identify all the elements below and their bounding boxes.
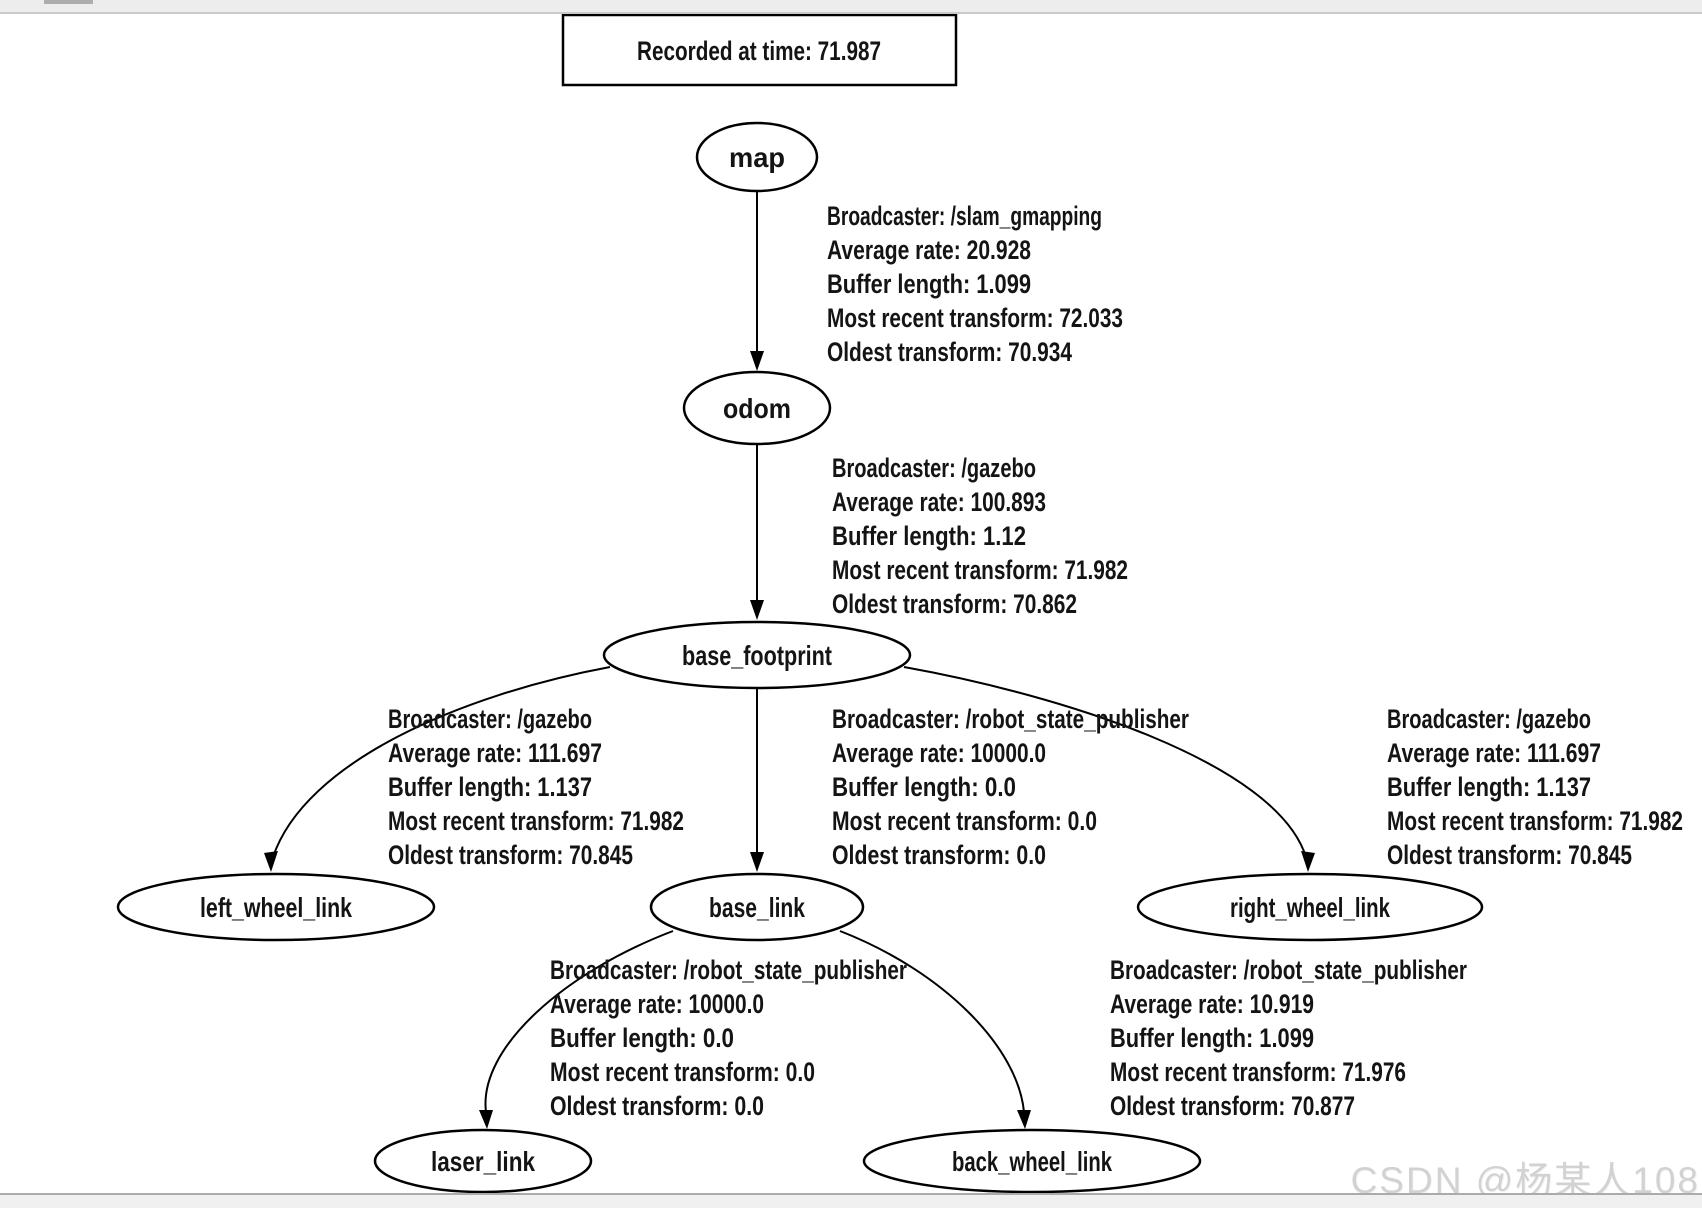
node-back_wheel_link-ellipse [862, 1128, 1202, 1194]
edge-label-average-rate: Average rate: 20.928 [827, 235, 1031, 265]
edge-label-broadcaster: Broadcaster: /gazebo [1387, 704, 1591, 734]
edge-label-broadcaster: Broadcaster: /robot_state_publisher [1110, 955, 1467, 985]
arrowhead-base_link [750, 852, 764, 872]
node-left_wheel_link-label: left_wheel_link [200, 892, 352, 923]
edge-label-block-back_wheel: Broadcaster: /robot_state_publisher Aver… [1110, 955, 1467, 1121]
edge-base_footprint-left_wheel_link [272, 666, 611, 858]
recorded-time-box: Recorded at time: 71.987 [561, 13, 958, 87]
edge-label-oldest: Oldest transform: 70.845 [1387, 840, 1632, 870]
node-odom-label: odom [723, 393, 791, 424]
arrowhead-base_footprint [750, 600, 764, 620]
node-back_wheel_link-label: back_wheel_link [952, 1146, 1112, 1177]
edge-label-buffer-length: Buffer length: 1.099 [827, 269, 1031, 299]
node-back_wheel_link: back_wheel_link [862, 1128, 1202, 1194]
top-chrome-bar [0, 0, 1702, 14]
node-right_wheel_link-ellipse [1136, 872, 1484, 942]
arrowheads [264, 351, 1315, 1129]
node-laser_link: laser_link [373, 1128, 593, 1194]
tf-nodes: map odom base_footprint left_wheel_link … [116, 121, 1484, 1194]
edge-label-broadcaster: Broadcaster: /robot_state_publisher [550, 955, 907, 985]
edge-label-average-rate: Average rate: 111.697 [1387, 738, 1601, 768]
edge-label-average-rate: Average rate: 100.893 [832, 487, 1046, 517]
arrowhead-left_wheel_link [264, 851, 278, 872]
node-base_link-label: base_link [709, 892, 805, 923]
node-base_link: base_link [649, 872, 865, 942]
node-left_wheel_link-ellipse [116, 872, 436, 942]
node-map: map [695, 121, 819, 193]
edge-label-broadcaster: Broadcaster: /robot_state_publisher [832, 704, 1189, 734]
edge-label-block-odom-base_footprint: Broadcaster: /gazebo Average rate: 100.8… [832, 453, 1128, 619]
edge-label-buffer-length: Buffer length: 1.099 [1110, 1023, 1314, 1053]
arrowhead-right_wheel_link [1301, 851, 1315, 872]
edge-base_link-laser_link [484, 930, 674, 1113]
edge-label-most-recent: Most recent transform: 71.976 [1110, 1057, 1406, 1087]
edge-label-oldest: Oldest transform: 0.0 [832, 840, 1046, 870]
edge-label-buffer-length: Buffer length: 1.137 [1387, 772, 1591, 802]
edge-label-most-recent: Most recent transform: 71.982 [1387, 806, 1683, 836]
recorded-time-border [561, 13, 958, 87]
edge-label-buffer-length: Buffer length: 1.12 [832, 521, 1026, 551]
edge-label-average-rate: Average rate: 10000.0 [550, 989, 764, 1019]
edge-label-broadcaster: Broadcaster: /gazebo [832, 453, 1036, 483]
recorded-time-label: Recorded at time: 71.987 [637, 36, 881, 66]
edge-label-buffer-length: Buffer length: 0.0 [832, 772, 1016, 802]
node-odom-ellipse [682, 370, 832, 446]
node-base_footprint-ellipse [602, 620, 912, 690]
edge-label-average-rate: Average rate: 111.697 [388, 738, 602, 768]
edge-label-broadcaster: Broadcaster: /gazebo [388, 704, 592, 734]
edge-label-most-recent: Most recent transform: 0.0 [832, 806, 1097, 836]
edge-label-most-recent: Most recent transform: 72.033 [827, 303, 1123, 333]
edge-lines [272, 191, 1307, 1113]
edge-label-broadcaster: Broadcaster: /slam_gmapping [827, 201, 1102, 231]
node-left_wheel_link: left_wheel_link [116, 872, 436, 942]
arrowhead-odom [750, 351, 764, 371]
arrowhead-back_wheel_link [1017, 1110, 1031, 1129]
edge-label-block-right_wheel: Broadcaster: /gazebo Average rate: 111.6… [1387, 704, 1683, 870]
edge-label-oldest: Oldest transform: 70.862 [832, 589, 1077, 619]
node-laser_link-label: laser_link [431, 1146, 535, 1177]
edge-label-block-base_link: Broadcaster: /robot_state_publisher Aver… [832, 704, 1189, 870]
edge-label-most-recent: Most recent transform: 0.0 [550, 1057, 815, 1087]
edge-label-most-recent: Most recent transform: 71.982 [388, 806, 684, 836]
node-laser_link-ellipse [373, 1128, 593, 1194]
edge-label-average-rate: Average rate: 10.919 [1110, 989, 1314, 1019]
node-map-ellipse [695, 121, 819, 193]
node-base_footprint: base_footprint [602, 620, 912, 690]
arrowhead-laser_link [479, 1110, 493, 1129]
node-odom: odom [682, 370, 832, 446]
edge-label-buffer-length: Buffer length: 0.0 [550, 1023, 734, 1053]
edge-label-block-map-odom: Broadcaster: /slam_gmapping Average rate… [827, 201, 1123, 367]
edge-label-oldest: Oldest transform: 70.877 [1110, 1091, 1355, 1121]
edge-label-block-left_wheel: Broadcaster: /gazebo Average rate: 111.6… [388, 704, 684, 870]
edge-base_link-back_wheel_link [839, 930, 1025, 1113]
browser-tab-fragment [44, 0, 93, 4]
edge-label-block-laser_link: Broadcaster: /robot_state_publisher Aver… [550, 955, 907, 1121]
edge-label-buffer-length: Buffer length: 1.137 [388, 772, 592, 802]
edge-label-oldest: Oldest transform: 0.0 [550, 1091, 764, 1121]
node-right_wheel_link-label: right_wheel_link [1230, 892, 1390, 923]
edge-base_footprint-right_wheel_link [903, 666, 1307, 858]
edge-label-average-rate: Average rate: 10000.0 [832, 738, 1046, 768]
node-map-label: map [729, 142, 785, 173]
node-base_link-ellipse [649, 872, 865, 942]
node-right_wheel_link: right_wheel_link [1136, 872, 1484, 942]
node-base_footprint-label: base_footprint [682, 640, 832, 671]
edge-label-oldest: Oldest transform: 70.934 [827, 337, 1072, 367]
edge-label-most-recent: Most recent transform: 71.982 [832, 555, 1128, 585]
bottom-chrome-bar [0, 1193, 1702, 1208]
edge-label-oldest: Oldest transform: 70.845 [388, 840, 633, 870]
